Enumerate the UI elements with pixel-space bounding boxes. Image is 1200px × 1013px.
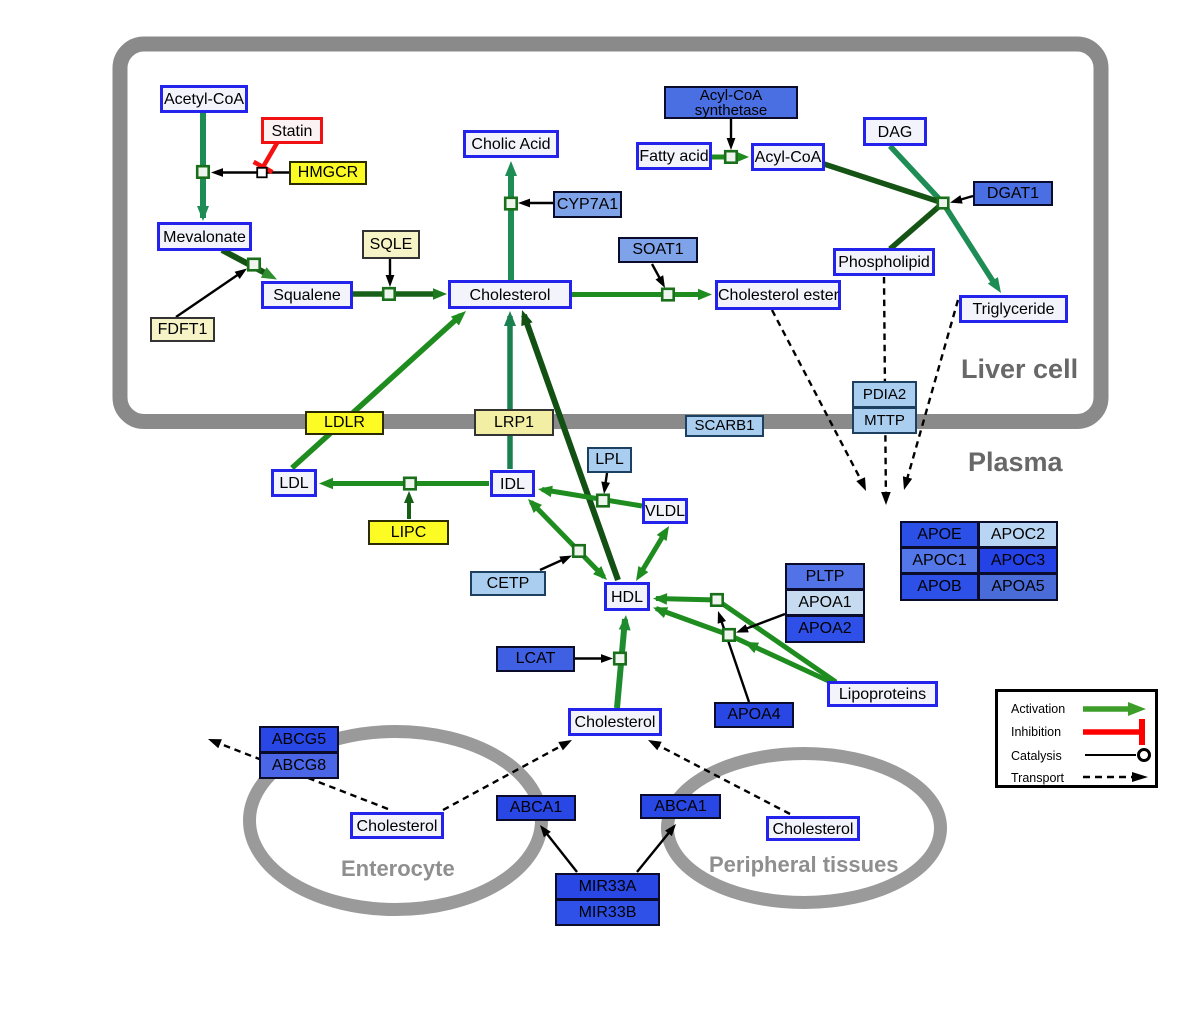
- svg-text:Catalysis: Catalysis: [1011, 749, 1062, 763]
- svg-text:Transport: Transport: [1011, 771, 1065, 785]
- svg-text:Inhibition: Inhibition: [1011, 725, 1061, 739]
- svg-text:Activation: Activation: [1011, 702, 1065, 716]
